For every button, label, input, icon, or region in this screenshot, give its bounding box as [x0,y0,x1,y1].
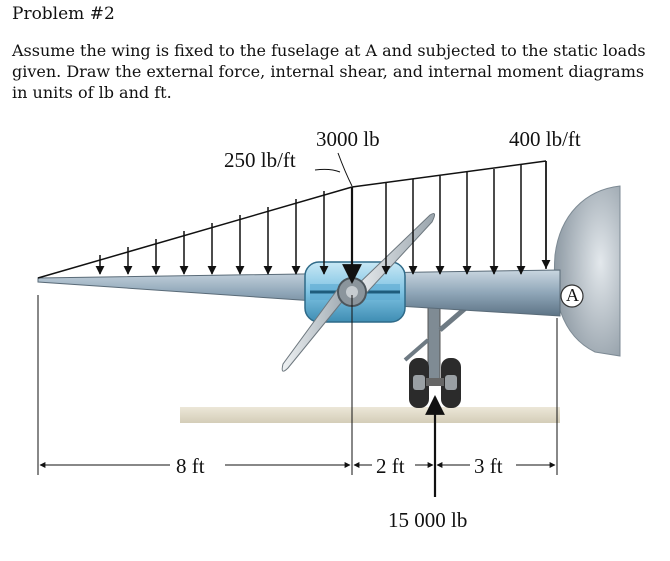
engine-force-leader [337,152,353,187]
support-a-marker [560,284,584,308]
wing [37,269,561,317]
fuselage [553,185,621,357]
distributed-load [37,160,551,279]
wheel-force-label: 15 000 lb [388,508,468,532]
load-end-label: 400 lb/ft [509,127,581,151]
dim-2ft-label: 2 ft [376,454,405,478]
support-a-label: A [566,285,579,305]
engine-force-label: 3000 lb [316,127,380,151]
problem-statement: Assume the wing is fixed to the fuselage… [12,41,646,102]
load-start-label: 250 lb/ft [224,148,296,172]
landing-gear [403,298,477,408]
dim-3ft-label: 3 ft [474,454,503,478]
problem-title: Problem #2 [12,4,115,24]
load-start-leader [314,168,341,173]
ground [180,407,560,423]
dim-8ft-label: 8 ft [176,454,205,478]
